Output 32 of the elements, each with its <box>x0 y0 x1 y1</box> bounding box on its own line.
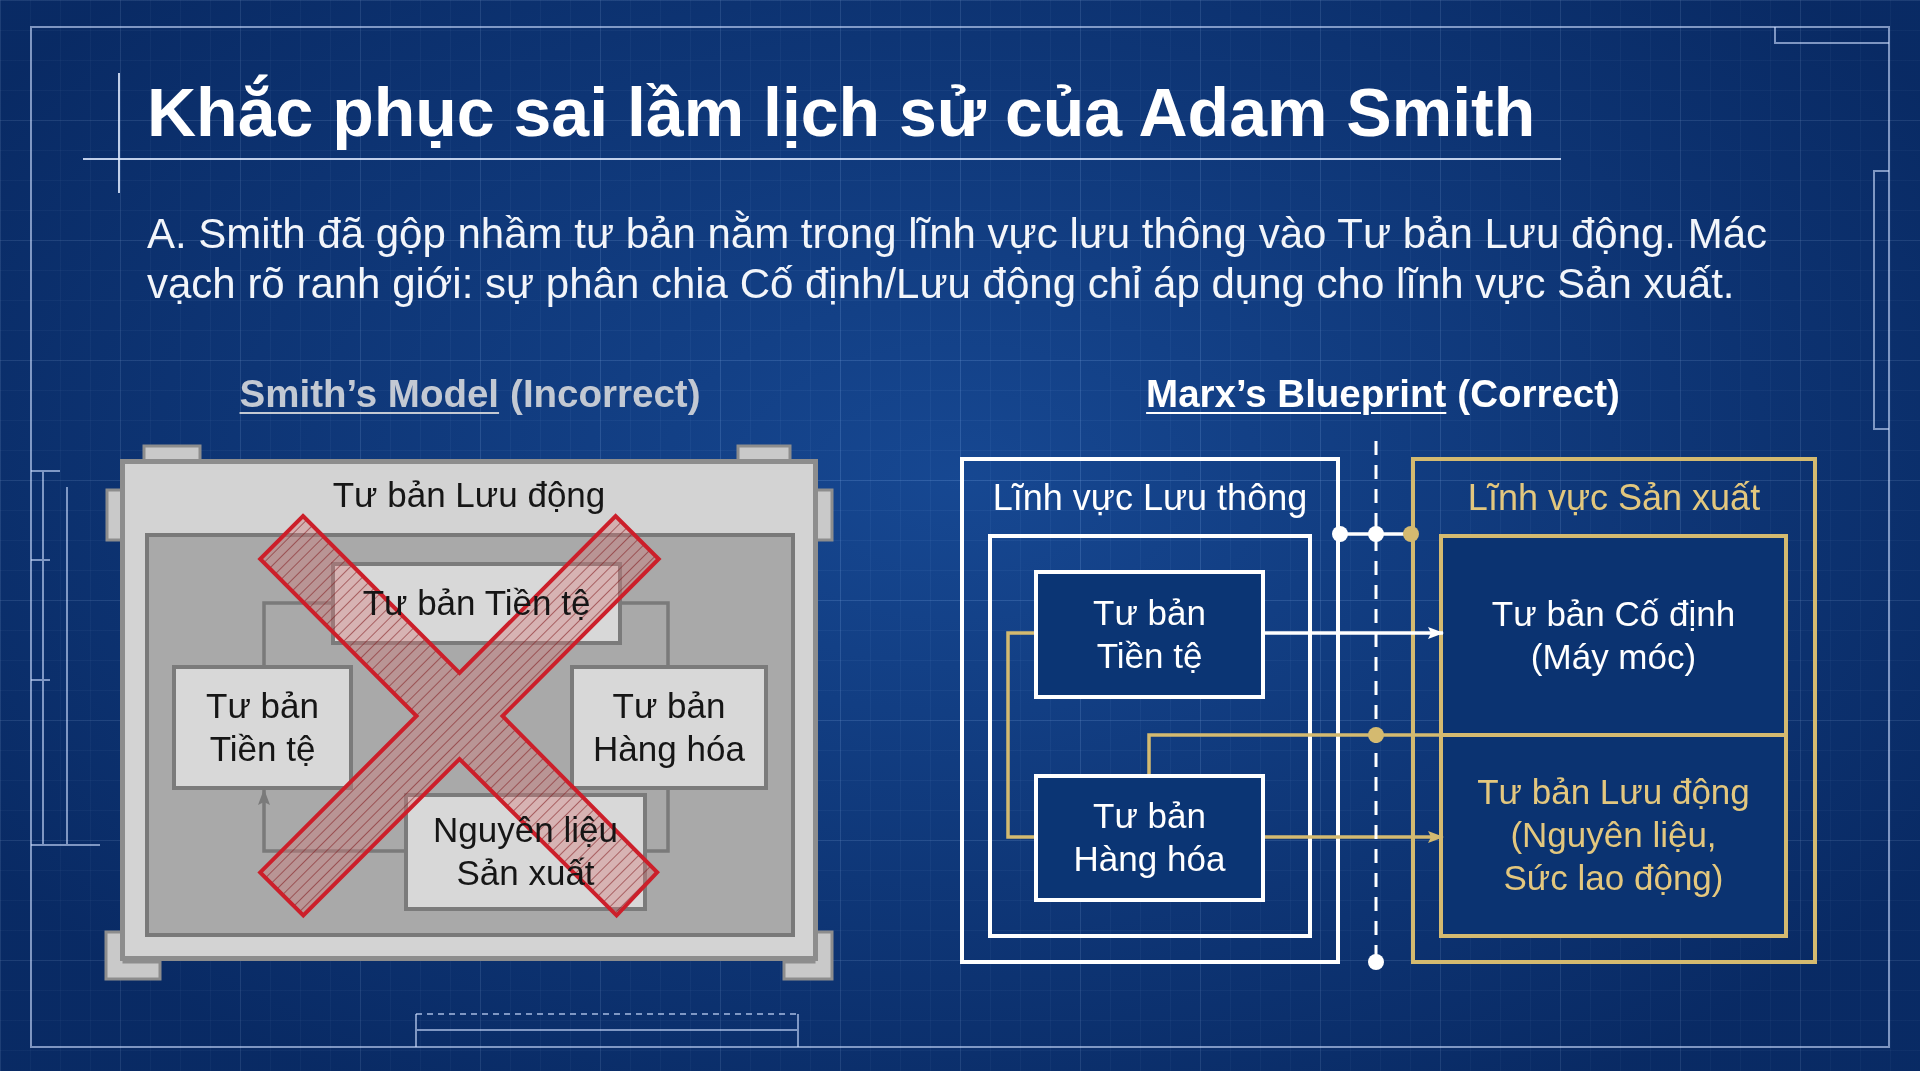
box-note: (Nguyên liệu, Sức lao động) <box>1502 814 1725 899</box>
dot-connector <box>1332 526 1419 542</box>
connector-line <box>1147 733 1439 774</box>
intro-paragraph: A. Smith đã gộp nhầm tư bản nằm trong lĩnh vực lưu thông vào Tư bản Lưu động. Mác vạch rõ ranh giới: sự phân chia Cố định/Lưu động chỉ áp dụng cho lĩnh vực Sản xuất. <box>147 209 1769 310</box>
connector-line <box>647 790 670 853</box>
inner-region-box <box>1439 534 1788 938</box>
arrow <box>1265 627 1444 639</box>
underlined-heading: Marx’s Blueprint <box>1146 371 1447 417</box>
region-box <box>1411 457 1817 964</box>
process-box <box>1034 570 1265 699</box>
inner-region-box <box>988 534 1312 938</box>
region-title: Lĩnh vực Lưu thông <box>992 476 1308 520</box>
box-note: (Máy móc) <box>1530 635 1697 678</box>
heading-note: (Correct) <box>1457 371 1620 417</box>
heading-note: (Incorrect) <box>510 371 701 417</box>
connector-line <box>1006 631 1034 839</box>
process-box <box>1034 774 1265 902</box>
region-title: Lĩnh vực Sản xuất <box>1467 476 1761 520</box>
process-box <box>172 665 353 790</box>
panel-title: Tư bản Lưu động <box>332 474 606 516</box>
arrow <box>1265 831 1444 843</box>
box-label: Tư bản Tiền tệ <box>1092 591 1207 677</box>
slide-title: Khắc phục sai lầm lịch sử của Adam Smith <box>147 73 1536 152</box>
box-label: Tư bản Hàng hóa <box>1072 795 1227 880</box>
box-label: Tư bản Hàng hóa <box>592 684 746 770</box>
underlined-heading: Smith’s Model <box>239 371 500 417</box>
box-label: Tư bản Tiền tệ <box>205 684 320 770</box>
connector-line <box>622 601 670 665</box>
process-box <box>570 665 768 790</box>
region-box <box>960 457 1340 964</box>
box-label: Tư bản Cố định <box>1491 592 1736 635</box>
box-label: Tư bản Lưu động <box>1477 771 1750 814</box>
